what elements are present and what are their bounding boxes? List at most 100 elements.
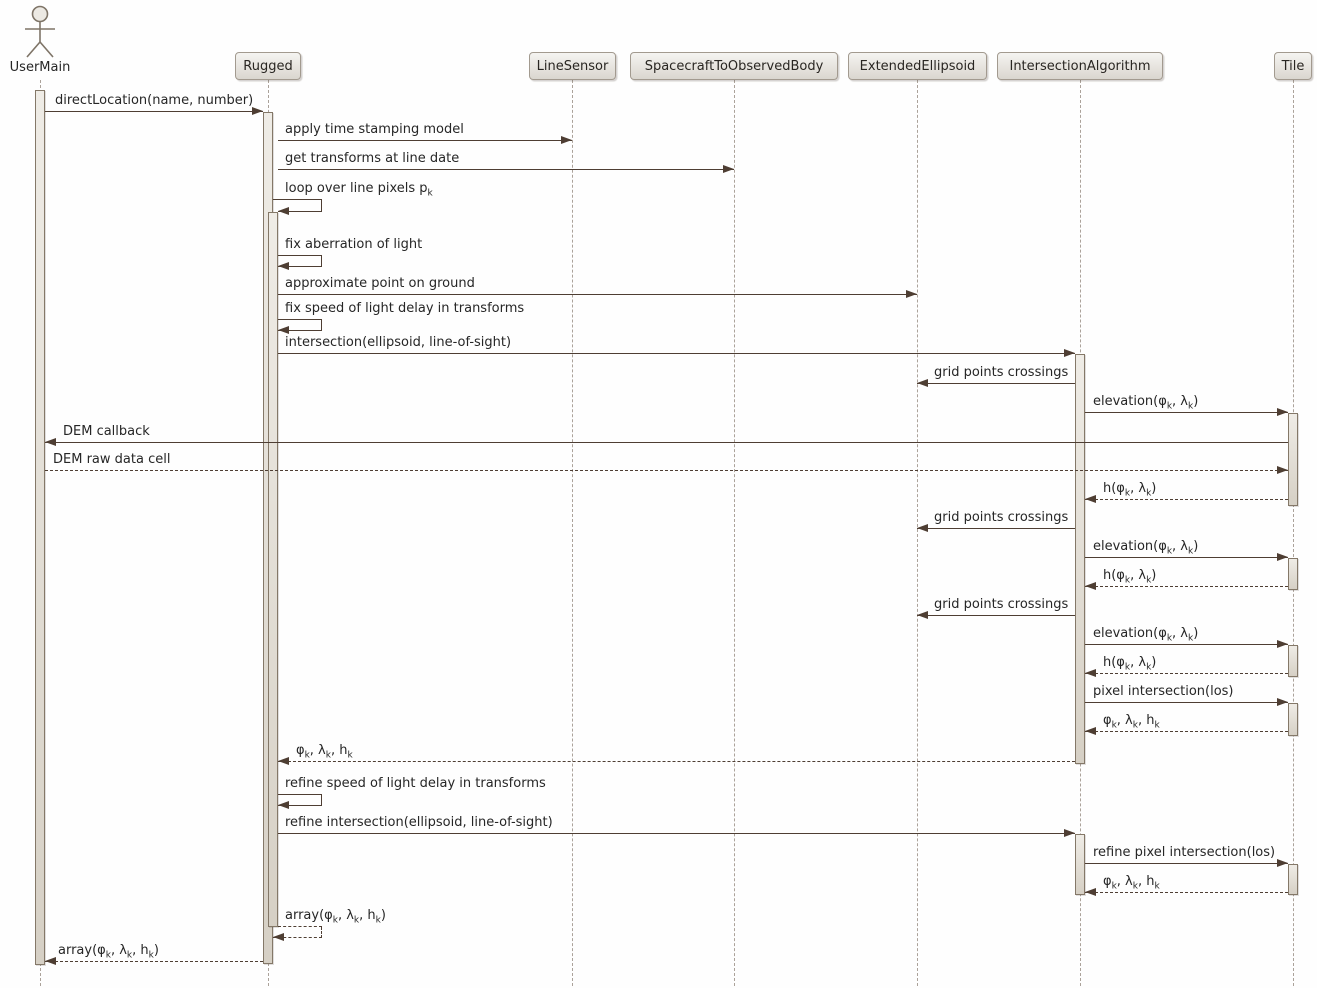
actor-icon xyxy=(25,5,55,58)
message-label-dem-callback: DEM callback xyxy=(63,424,150,439)
message-line-elevation xyxy=(1085,412,1288,413)
activation-bar-intersection-algorithm xyxy=(1075,834,1085,895)
activation-bar-tile xyxy=(1288,413,1298,506)
message-line-grid-points-crossings xyxy=(917,528,1075,529)
message-label-refine-intersection: refine intersection(ellipsoid, line-of-s… xyxy=(285,815,553,830)
message-line-fix-speed-of-light-delay xyxy=(278,330,322,331)
message-line-array-self-return xyxy=(278,926,322,927)
message-line-approximate-point-on-ground xyxy=(278,294,917,295)
message-line-grid-points-crossings xyxy=(917,383,1075,384)
activation-bar-tile xyxy=(1288,558,1298,590)
message-label-approximate-point-on-ground: approximate point on ground xyxy=(285,276,475,291)
message-line-point-return xyxy=(278,761,1075,762)
participant-label: Tile xyxy=(1281,58,1305,74)
message-line-h-return xyxy=(1085,499,1288,500)
message-label-fix-aberration-of-light: fix aberration of light xyxy=(285,237,423,252)
arrow-head-icon xyxy=(45,957,56,965)
message-line-fix-aberration-of-light xyxy=(278,255,322,256)
message-label-intersection: intersection(ellipsoid, line-of-sight) xyxy=(285,335,512,350)
message-line-fix-aberration-of-light xyxy=(321,256,322,267)
participant-box-intersectionalgorithm: IntersectionAlgorithm xyxy=(997,52,1163,80)
actor-name-label: UserMain xyxy=(9,60,71,75)
participant-label: Rugged xyxy=(243,58,293,74)
participant-label: LineSensor xyxy=(536,58,609,74)
message-line-point-return xyxy=(1085,892,1288,893)
message-label-get-transforms-at-line-date: get transforms at line date xyxy=(285,151,460,166)
arrow-head-icon xyxy=(723,165,734,173)
activation-bar-rugged-nested xyxy=(268,212,278,927)
message-line-fix-speed-of-light-delay xyxy=(321,320,322,331)
arrow-head-icon xyxy=(1277,859,1288,867)
message-line-refine-speed-of-light-delay xyxy=(278,805,322,806)
message-label-pixel-intersection: pixel intersection(los) xyxy=(1093,684,1234,699)
arrow-head-icon xyxy=(45,438,56,446)
message-label-elevation: elevation(φk, λk) xyxy=(1093,394,1199,412)
arrow-head-icon xyxy=(1277,408,1288,416)
message-line-h-return xyxy=(1085,673,1288,674)
arrow-head-icon xyxy=(1064,349,1075,357)
participant-box-linesensor: LineSensor xyxy=(529,52,616,80)
message-line-dem-raw-data-cell xyxy=(45,470,1288,471)
message-label-array-self-return: array(φk, λk, hk) xyxy=(285,908,386,926)
message-label-grid-points-crossings: grid points crossings xyxy=(934,510,1069,525)
message-line-h-return xyxy=(1085,586,1288,587)
arrow-head-icon xyxy=(278,801,289,809)
arrow-head-icon xyxy=(252,107,263,115)
activation-bar-tile xyxy=(1288,645,1298,677)
arrow-head-icon xyxy=(1277,553,1288,561)
lifeline-tile xyxy=(1293,80,1294,986)
message-line-fix-aberration-of-light xyxy=(278,266,322,267)
arrow-head-icon xyxy=(278,757,289,765)
lifeline-extendedellipsoid xyxy=(917,80,918,986)
message-label-h-return: h(φk, λk) xyxy=(1103,655,1157,673)
message-line-refine-speed-of-light-delay xyxy=(321,795,322,806)
activation-bar-usermain xyxy=(35,90,45,965)
arrow-head-icon xyxy=(1277,640,1288,648)
arrow-head-icon xyxy=(906,290,917,298)
participant-box-tile: Tile xyxy=(1274,52,1312,80)
participant-box-extendedellipsoid: ExtendedEllipsoid xyxy=(848,52,987,80)
message-label-grid-points-crossings: grid points crossings xyxy=(934,597,1069,612)
arrow-head-icon xyxy=(278,207,289,215)
message-label-loop-over-line-pixels: loop over line pixels pk xyxy=(285,181,433,199)
participant-label: IntersectionAlgorithm xyxy=(1009,58,1151,74)
message-line-refine-speed-of-light-delay xyxy=(278,794,322,795)
arrow-head-icon xyxy=(1085,669,1096,677)
arrow-head-icon xyxy=(561,136,572,144)
message-label-fix-speed-of-light-delay: fix speed of light delay in transforms xyxy=(285,301,525,316)
message-line-direct-location xyxy=(45,111,263,112)
message-label-elevation: elevation(φk, λk) xyxy=(1093,626,1199,644)
message-line-array-return xyxy=(45,961,263,962)
message-label-h-return: h(φk, λk) xyxy=(1103,481,1157,499)
message-label-point-return: φk, λk, hk xyxy=(1103,874,1160,892)
message-label-point-return: φk, λk, hk xyxy=(296,743,353,761)
message-line-array-self-return xyxy=(273,937,322,938)
arrow-head-icon xyxy=(273,933,284,941)
actor-usermain xyxy=(12,2,68,64)
arrow-head-icon xyxy=(1064,829,1075,837)
message-line-point-return xyxy=(1085,731,1288,732)
arrow-head-icon xyxy=(917,611,928,619)
lifeline-linesensor xyxy=(572,80,573,986)
message-label-h-return: h(φk, λk) xyxy=(1103,568,1157,586)
message-label-dem-raw-data-cell: DEM raw data cell xyxy=(53,452,171,467)
arrow-head-icon xyxy=(1085,888,1096,896)
message-line-get-transforms-at-line-date xyxy=(278,169,734,170)
message-label-point-return: φk, λk, hk xyxy=(1103,713,1160,731)
message-line-apply-time-stamping-model xyxy=(278,140,572,141)
arrow-head-icon xyxy=(917,379,928,387)
arrow-head-icon xyxy=(278,326,289,334)
message-line-loop-over-line-pixels xyxy=(273,199,322,200)
message-label-refine-pixel-intersection: refine pixel intersection(los) xyxy=(1093,845,1276,860)
message-label-refine-speed-of-light-delay: refine speed of light delay in transform… xyxy=(285,776,546,791)
message-line-refine-pixel-intersection xyxy=(1085,863,1288,864)
activation-bar-intersection-algorithm xyxy=(1075,354,1085,764)
message-line-pixel-intersection xyxy=(1085,702,1288,703)
message-line-dem-callback xyxy=(45,442,1288,443)
message-label-array-return: array(φk, λk, hk) xyxy=(58,943,159,961)
message-label-elevation: elevation(φk, λk) xyxy=(1093,539,1199,557)
message-line-loop-over-line-pixels xyxy=(278,211,322,212)
message-label-apply-time-stamping-model: apply time stamping model xyxy=(285,122,464,137)
arrow-head-icon xyxy=(1277,466,1288,474)
